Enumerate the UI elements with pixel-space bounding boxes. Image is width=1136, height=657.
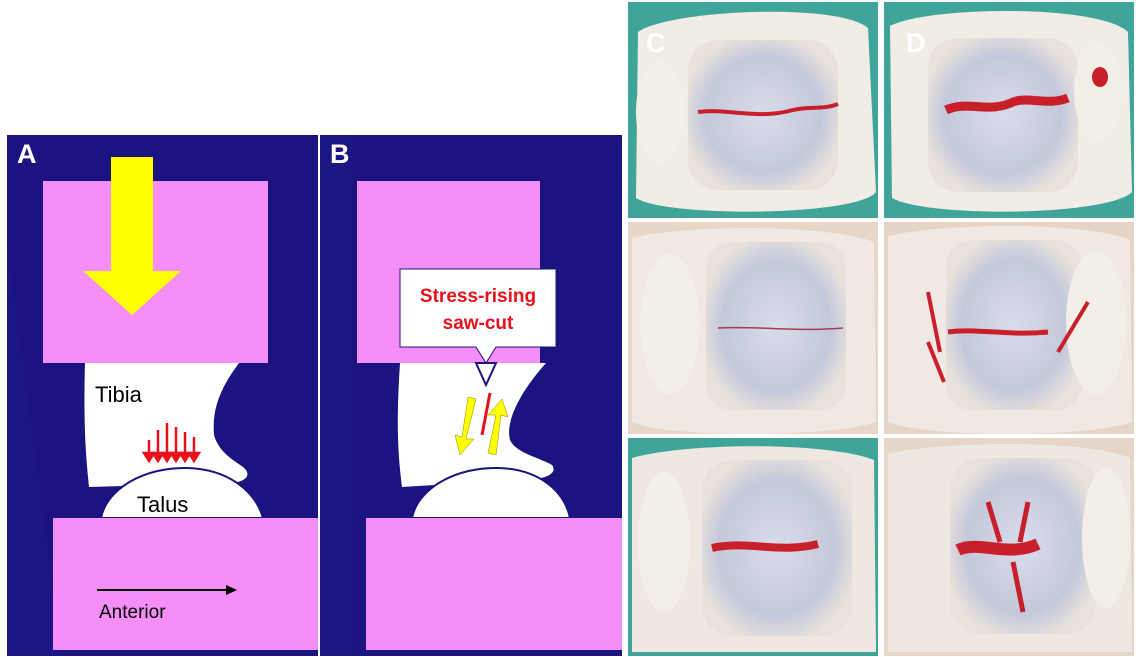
- specimen-photo-grid: C D: [628, 2, 1134, 656]
- fracture-line: [712, 544, 818, 548]
- photo-grid-svg: C D: [628, 2, 1134, 656]
- panel-b-svg: B Stress-rising saw-cut: [320, 135, 622, 656]
- photo-c-middle: [628, 222, 878, 434]
- tibia-label: Tibia: [95, 382, 143, 407]
- panel-a-compression-diagram: A Tibia Talus Anterior: [7, 135, 318, 656]
- panel-b-shadow-band: [320, 135, 352, 656]
- lower-base-plate: [53, 518, 318, 650]
- callout-text-line1: Stress-rising: [420, 286, 536, 307]
- callout-text-line2: saw-cut: [443, 313, 514, 334]
- talus-label: Talus: [137, 492, 188, 517]
- panel-c-letter: C: [646, 28, 666, 58]
- photo-d-bottom: [884, 438, 1134, 656]
- panel-d-letter: D: [906, 28, 926, 58]
- photo-c-top: [628, 2, 878, 218]
- anterior-label: Anterior: [99, 602, 166, 623]
- photo-c-bottom: [628, 438, 878, 656]
- photo-d-middle: [884, 222, 1134, 434]
- panel-a-svg: A Tibia Talus Anterior: [7, 135, 318, 656]
- panel-a-letter: A: [17, 139, 37, 169]
- panel-b-letter: B: [330, 139, 350, 169]
- panel-b-sawcut-diagram: B Stress-rising saw-cut: [320, 135, 622, 656]
- fracture-line: [948, 331, 1048, 333]
- fracture-line: [958, 544, 1038, 550]
- lower-base-plate-b: [366, 518, 622, 650]
